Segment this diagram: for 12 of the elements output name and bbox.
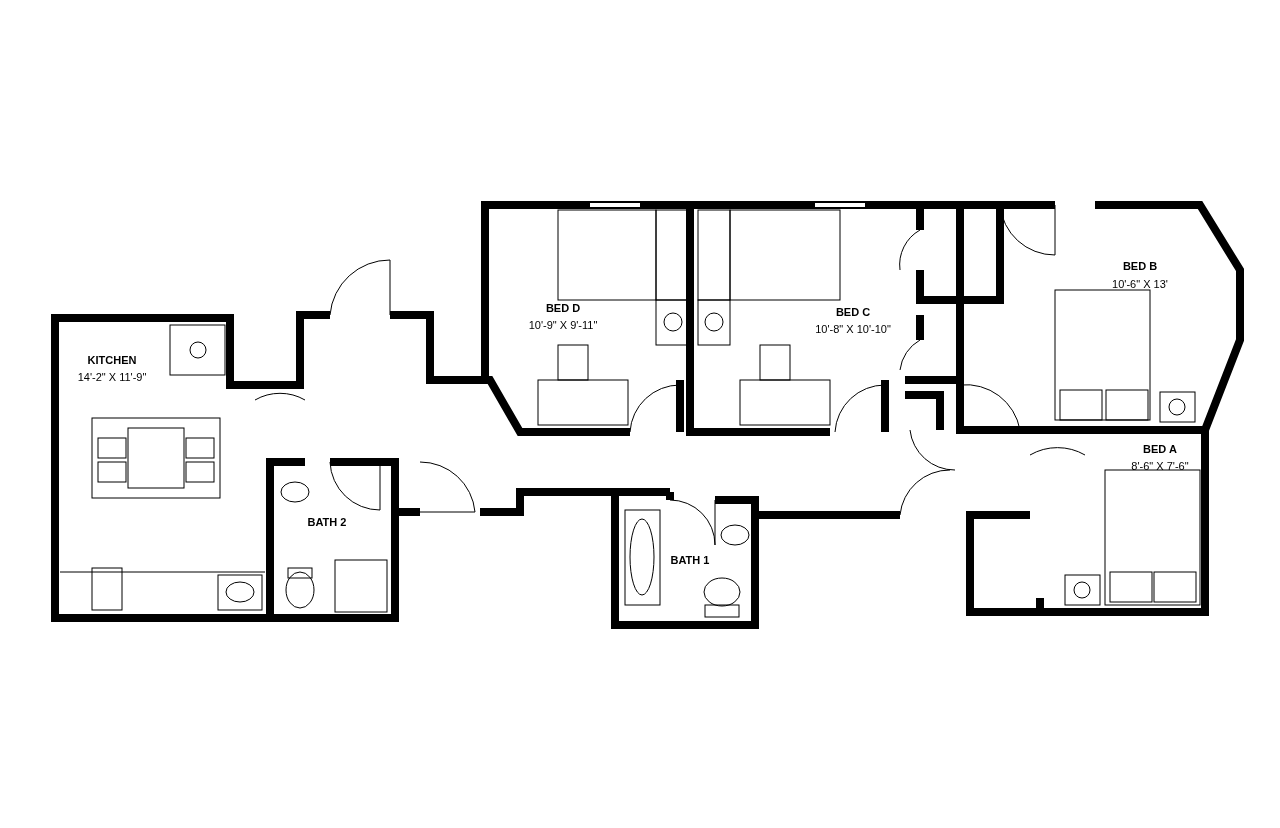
room-dimension: 10'-8" X 10'-10"	[815, 324, 891, 335]
room-dimension: 14'-2" X 11'-9"	[77, 372, 147, 383]
room-name: BATH 1	[670, 555, 710, 566]
room-dimension: 10'-9" X 9'-11"	[528, 320, 598, 331]
room-name: KITCHEN	[87, 355, 137, 366]
room-name: BED C	[835, 307, 871, 318]
room-dimension: 10'-6" X 13'	[1112, 279, 1168, 290]
room-dimension: 8'-6" X 7'-6"	[1131, 461, 1189, 472]
room-name: BED B	[1122, 261, 1158, 272]
room-name: BED D	[545, 303, 581, 314]
room-name: BED A	[1143, 444, 1177, 455]
room-name: BATH 2	[307, 517, 347, 528]
